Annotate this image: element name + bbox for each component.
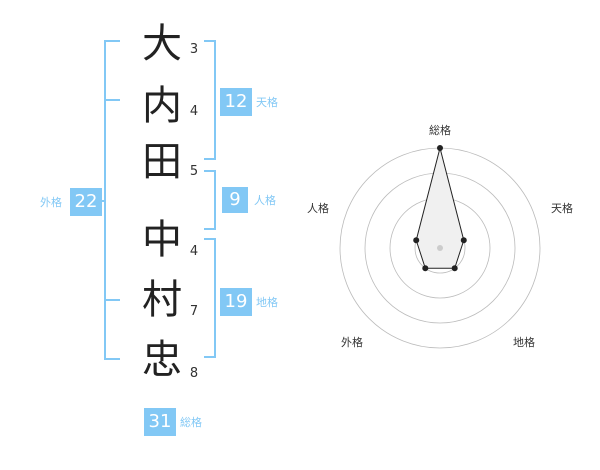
chikaku-bracket-vertical [214, 238, 216, 358]
stroke-count-2: 4 [189, 104, 199, 119]
tenkaku-bracket-bottom [204, 158, 216, 160]
radar-axis-label-1: 総格 [429, 123, 451, 137]
chikaku-label: 地格 [256, 296, 278, 309]
gaikaku-label: 外格 [40, 196, 62, 209]
gaikaku-bracket-tick-2 [104, 299, 120, 301]
radar-axis-label-3: 地格 [513, 335, 535, 349]
name-char-3: 田 [142, 139, 182, 185]
radar-point-5 [413, 237, 420, 244]
tenkaku-bracket-top [204, 40, 216, 42]
radar-axis-label-5: 人格 [307, 201, 329, 215]
stroke-count-4: 4 [189, 244, 199, 259]
gaikaku-bracket-top [104, 40, 120, 42]
gaikaku-bracket-bottom [104, 358, 120, 360]
stroke-count-3: 5 [189, 164, 199, 179]
gaikaku-value: 22 [70, 188, 102, 216]
name-char-2: 内 [142, 83, 182, 129]
stroke-count-6: 8 [189, 366, 199, 381]
name-char-5: 村 [142, 277, 182, 323]
jinkaku-bracket-top [204, 170, 216, 172]
radar-center-dot [437, 245, 443, 251]
gaikaku-bracket-stub [98, 200, 106, 202]
radar-axis-label-4: 外格 [341, 335, 363, 349]
tenkaku-bracket-vertical [214, 40, 216, 160]
jinkaku-bracket-vertical [214, 170, 216, 230]
tenkaku-value: 12 [220, 88, 252, 116]
chikaku-bracket-top [204, 238, 216, 240]
stroke-count-1: 3 [189, 42, 199, 57]
radar-axis-label-2: 天格 [551, 201, 573, 215]
gaikaku-bracket-tick-1 [104, 99, 120, 101]
radar-data-polygon [415, 147, 465, 269]
radar-point-4 [422, 265, 429, 272]
tenkaku-label: 天格 [256, 96, 278, 109]
radar-point-2 [460, 237, 467, 244]
jinkaku-label: 人格 [254, 194, 276, 207]
soukaku-label: 総格 [180, 416, 202, 429]
soukaku-value: 31 [144, 408, 176, 436]
name-char-1: 大 [142, 21, 182, 67]
radar-point-1 [437, 145, 443, 151]
chikaku-value: 19 [220, 288, 252, 316]
stroke-count-5: 7 [189, 304, 199, 319]
jinkaku-value: 9 [222, 187, 248, 213]
name-char-4: 中 [142, 217, 182, 263]
jinkaku-bracket-bottom [204, 228, 216, 230]
name-char-6: 忠 [142, 337, 182, 383]
radar-point-3 [451, 265, 458, 272]
chikaku-bracket-bottom [204, 356, 216, 358]
